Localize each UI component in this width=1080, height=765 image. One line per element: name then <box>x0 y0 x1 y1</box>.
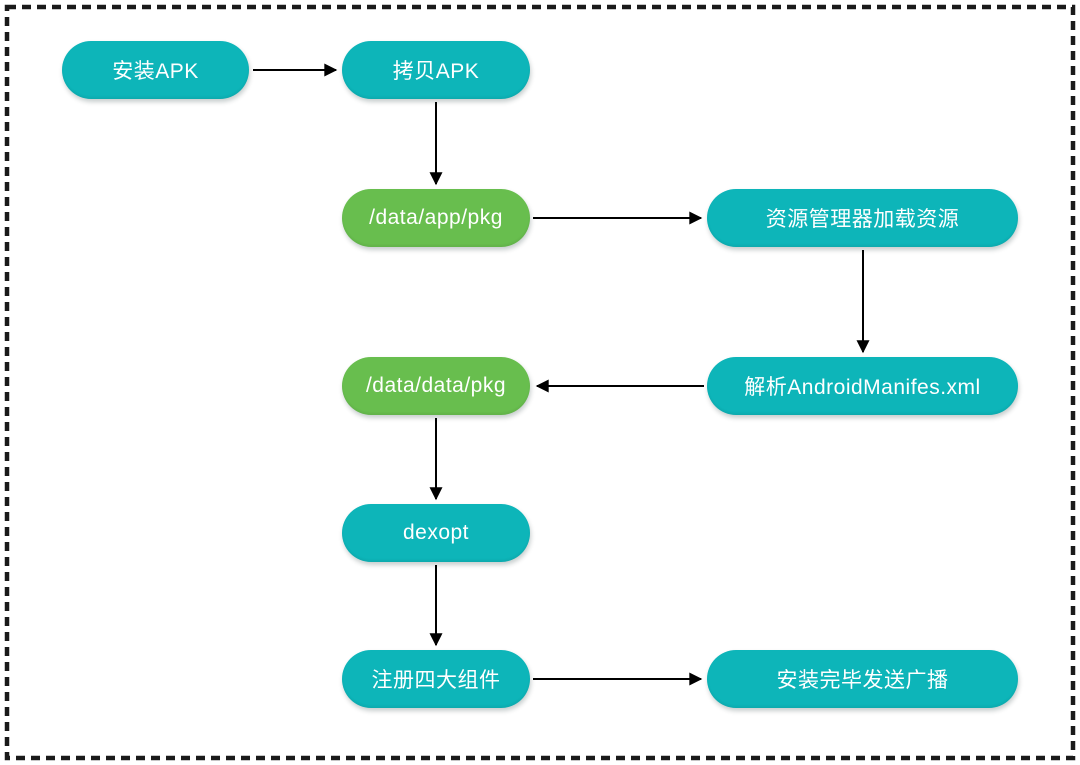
node-data-app-pkg: /data/app/pkg <box>342 189 530 247</box>
node-copy-apk: 拷贝APK <box>342 41 530 99</box>
node-send-broadcast: 安装完毕发送广播 <box>707 650 1018 708</box>
node-register-components: 注册四大组件 <box>342 650 530 708</box>
node-resource-manager: 资源管理器加载资源 <box>707 189 1018 247</box>
node-install-apk: 安装APK <box>62 41 249 99</box>
node-dexopt: dexopt <box>342 504 530 562</box>
node-parse-manifest: 解析AndroidManifes.xml <box>707 357 1018 415</box>
node-data-data-pkg: /data/data/pkg <box>342 357 530 415</box>
